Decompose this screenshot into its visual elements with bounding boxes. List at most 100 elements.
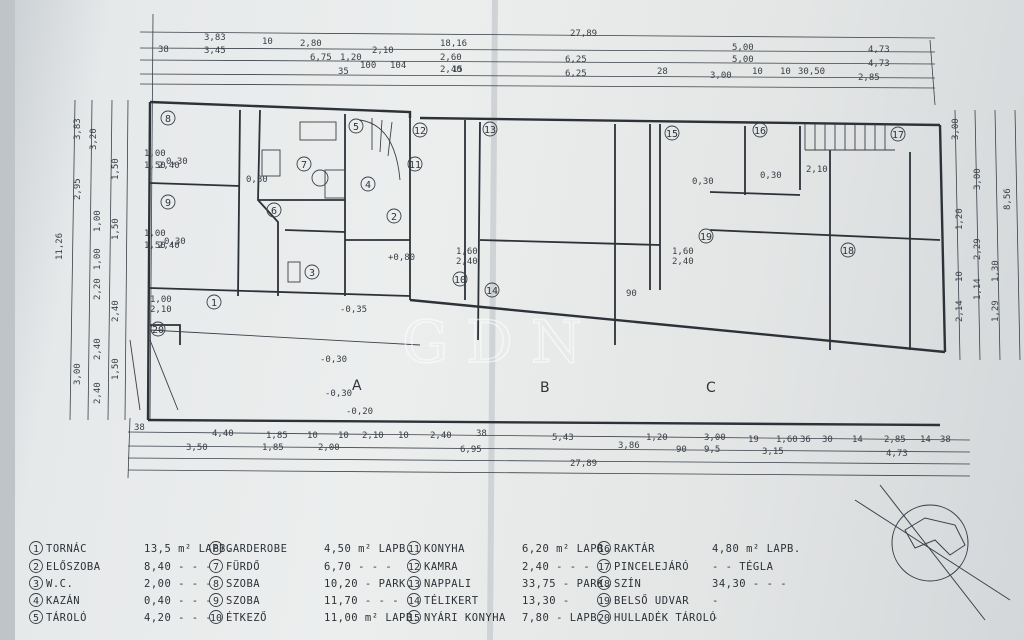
bottom-dimension-value: 3,86 [618,441,640,451]
right-dimension-value: 1,14 [973,278,983,300]
room-marker-circle [890,126,906,142]
bottom-dimension-value: 90 [676,445,687,455]
top-dimension-value: 30,50 [798,67,825,77]
top-dimension-value: 2,85 [858,73,880,83]
legend-room-area: - [712,612,719,624]
room-marker-circle [482,121,498,137]
legend-room-name: SZOBA [226,595,260,607]
room-marker-circle [160,194,176,210]
room-marker-circle [698,228,714,244]
room-dimension-value: 1,00 [150,295,172,305]
legend-room-name: TÉLIKERT [424,594,479,607]
top-dimension-value: 6,25 [565,69,587,79]
bottom-dimension-value: 14 [852,435,863,445]
room-dimension-value: +0,80 [388,253,415,263]
legend-room-name: NYÁRI KONYHA [424,611,506,624]
legend-number-circle [209,541,223,555]
bottom-dimension-value: 19 [748,435,759,445]
legend-room-area: 8,40 - - - [144,561,212,573]
bottom-dimension-value: 1,60 [776,435,798,445]
legend-room-area: 11,00 m² LAPB. [324,612,420,624]
legend-room-area: - [712,595,719,607]
room-number-17: 17 [892,130,904,141]
left-dimension-value: 1,50 [111,218,121,240]
legend-number: 16 [598,544,610,555]
room-marker-circle [452,271,468,287]
legend-number-circle [209,593,223,607]
staircase [359,118,895,181]
left-dimension-value: 1,50 [111,158,121,180]
room-dimension-values: 1,001,502,401,001,502,401,602,401,602,40… [144,149,828,417]
top-dimension-value: 2,10 [372,46,394,56]
legend-number: 5 [33,613,39,624]
room-marker-circle [304,264,320,280]
room-marker-circle [160,110,176,126]
legend-number-circle [407,576,421,590]
room-number-10: 10 [454,275,466,286]
legend-number-circle [29,593,43,607]
legend-room-area: 33,75 - PARK. [522,578,611,590]
bottom-dimension-value: 38 [134,423,145,433]
room-number-15: 15 [666,129,678,140]
legend-entry-9: 9 SZOBA 11,70 - - - [209,593,399,607]
legend-room-area: 11,70 - - - [324,595,399,607]
legend-room-area: 13,30 - [522,595,570,607]
bottom-dimension-value: 6,95 [460,445,482,455]
right-dimension-value: 1,20 [955,208,965,230]
room-dimension-value: 90 [626,289,637,299]
room-dimension-value: 1,60 [672,247,694,257]
legend-room-area: 2,40 - - - [522,561,590,573]
room-dimension-value: 2,10 [150,305,172,315]
depth-left: 11,26 [55,233,65,260]
bottom-dimension-value: 1,85 [266,431,288,441]
top-dimension-value: 3,45 [204,46,226,56]
room-number-18: 18 [842,246,854,257]
total-width-bottom: 27,89 [570,459,597,469]
legend-number-circle [597,559,611,573]
legend-number-circle [209,576,223,590]
room-number-3: 3 [309,268,315,279]
bottom-dimension-value: 38 [476,429,487,439]
room-number-12: 12 [414,126,426,137]
bottom-dimension-value: 30 [822,435,833,445]
room-dimension-value: 1,50 [144,161,166,171]
room-number-11: 11 [409,160,421,171]
bottom-dimension-value: 2,85 [884,435,906,445]
room-marker-circle [348,118,364,134]
bottom-dimension-value: 36 [800,435,811,445]
top-dimension-value: 1,20 [340,53,362,63]
legend-number-circle [407,559,421,573]
legend-number: 19 [598,596,610,607]
legend-number: 17 [598,562,610,573]
top-dimension-value: 5,00 [732,43,754,53]
top-dimension-value: 18,16 [440,39,467,49]
legend-room-area: - - TÉGLA [712,560,774,573]
legend-number-circle [597,610,611,624]
room-number-14: 14 [486,286,498,297]
legend-number-circle [407,610,421,624]
legend-number-circle [209,559,223,573]
top-dimension-value: 38 [158,45,169,55]
room-marker-circle [266,202,282,218]
legend-number: 15 [408,613,420,624]
legend-number: 3 [33,579,39,590]
room-marker-circle [150,321,166,337]
right-dimension-value: 10 [955,271,965,282]
legend-number: 9 [213,596,219,607]
room-number-9: 9 [165,198,171,209]
bottom-dimension-value: 2,00 [318,443,340,453]
legend-number: 20 [598,613,610,624]
legend-number: 13 [408,579,420,590]
legend-room-area: 6,20 m² LAPB. [522,543,611,555]
